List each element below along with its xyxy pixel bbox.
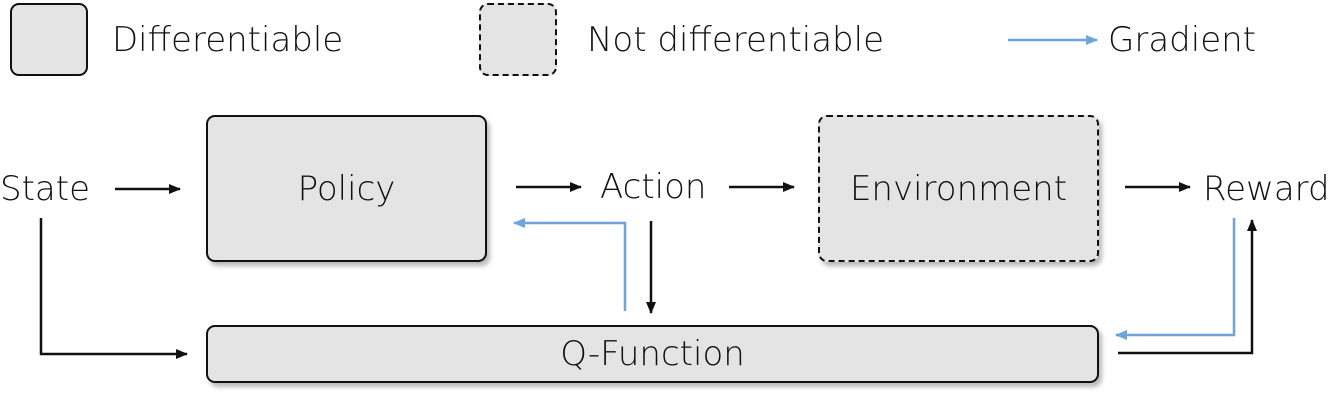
legend-gradient-label: Gradient: [1108, 20, 1256, 60]
legend-differentiable-label: Differentiable: [112, 20, 344, 60]
arrow-state-to-q-function: [39, 218, 188, 359]
node-policy-label: Policy: [297, 168, 396, 209]
node-q-function-label: Q-Function: [560, 334, 745, 374]
gradient-q-function-to-policy: [513, 218, 627, 311]
legend-not-differentiable-label: Not differentiable: [587, 20, 885, 60]
node-reward: Reward: [1203, 169, 1329, 209]
legend-differentiable-swatch: [10, 3, 88, 76]
node-state: State: [0, 169, 90, 209]
gradient-reward-to-q-function: [1115, 218, 1236, 340]
node-action: Action: [600, 167, 707, 207]
node-policy: Policy: [206, 115, 487, 262]
legend-not-differentiable-swatch: [479, 3, 557, 76]
node-q-function: Q-Function: [206, 325, 1099, 383]
node-environment: Environment: [818, 115, 1099, 262]
node-environment-label: Environment: [849, 168, 1068, 209]
arrow-q-function-to-reward: [1118, 219, 1257, 355]
